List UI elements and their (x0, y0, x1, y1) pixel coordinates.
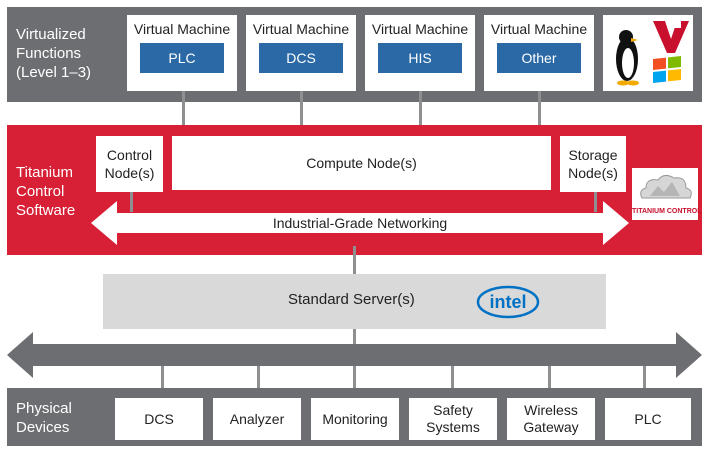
titanium-label-line-1: Titanium (16, 164, 73, 181)
control-node-box: Control Node(s) (96, 136, 163, 192)
device-safety-systems: Safety Systems (409, 398, 497, 440)
node-connector-line (130, 192, 133, 212)
virtualized-label-line-2: Functions (16, 45, 82, 62)
vm-title: Virtual Machine (490, 21, 588, 37)
virtualized-label-line-3: (Level 1–3) (16, 64, 92, 81)
device-label: PLC (634, 410, 662, 427)
standard-server-label: Standard Server(s) (288, 291, 415, 308)
vm-function-label: HIS (378, 43, 462, 73)
storage-node-line-2: Node(s) (568, 165, 618, 181)
device-connector-line (643, 366, 646, 390)
device-label: Analyzer (229, 410, 285, 427)
titanium-control-label: Titanium Control Software (16, 163, 75, 220)
device-connector-line (451, 366, 454, 390)
device-label: Monitoring (322, 410, 388, 427)
physical-label-line-1: Physical (16, 400, 72, 417)
industrial-networking-label: Industrial-Grade Networking (272, 215, 448, 231)
vm-function-label: Other (497, 43, 581, 73)
titanium-logo-text: TITANIUM CONTROL (632, 208, 702, 215)
vxworks-logo-icon (653, 21, 689, 53)
field-network-arrow (7, 332, 702, 378)
device-label-line-1: Safety (433, 402, 473, 418)
compute-node-box: Compute Node(s) (172, 136, 551, 190)
intel-logo-icon: intel (476, 285, 540, 319)
standard-server-box: Standard Server(s) intel (103, 274, 606, 329)
titanium-label-line-3: Software (16, 202, 76, 219)
storage-node-box: Storage Node(s) (560, 136, 626, 192)
compute-node-label: Compute Node(s) (306, 155, 417, 171)
server-bus-connector (353, 329, 356, 349)
device-connector-line (161, 366, 164, 390)
device-label: DCS (144, 410, 174, 427)
vm-connector-line (419, 91, 422, 136)
linux-penguin-icon (616, 30, 639, 86)
intel-logo-text: intel (489, 292, 526, 312)
industrial-networking-arrow (91, 201, 629, 245)
control-node-line-2: Node(s) (104, 165, 155, 181)
storage-node-line-1: Storage (568, 147, 618, 163)
device-label-line-2: Systems (426, 419, 480, 435)
node-connector-line (594, 192, 597, 212)
vm-connector-line (300, 91, 303, 136)
vm-title: Virtual Machine (252, 21, 350, 37)
physical-devices-label: Physical Devices (16, 399, 72, 437)
virtualized-label-line-1: Virtualized (16, 26, 86, 43)
virtual-machine-other: Virtual Machine Other (484, 15, 594, 91)
os-logos-box (603, 15, 693, 91)
network-server-connector (353, 246, 356, 274)
device-plc: PLC (605, 398, 691, 440)
device-monitoring: Monitoring (311, 398, 399, 440)
virtual-machine-his: Virtual Machine HIS (365, 15, 475, 91)
windows-logo-icon (653, 56, 681, 83)
vm-title: Virtual Machine (133, 21, 231, 37)
vm-connector-line (538, 91, 541, 136)
device-label-line-1: Wireless (524, 402, 578, 418)
physical-label-line-2: Devices (16, 419, 70, 436)
titanium-control-logo: TITANIUM CONTROL (632, 168, 702, 220)
vm-function-label: DCS (259, 43, 343, 73)
device-dcs: DCS (115, 398, 203, 440)
device-analyzer: Analyzer (213, 398, 301, 440)
vm-connector-line (182, 91, 185, 136)
device-connector-line (548, 366, 551, 390)
virtual-machine-plc: Virtual Machine PLC (127, 15, 237, 91)
titanium-label-line-2: Control (16, 183, 65, 200)
vm-function-label: PLC (140, 43, 224, 73)
vm-title: Virtual Machine (371, 21, 469, 37)
titanium-cloud-icon (640, 174, 692, 199)
device-connector-line (257, 366, 260, 390)
control-node-line-1: Control (106, 147, 153, 163)
virtual-machine-dcs: Virtual Machine DCS (246, 15, 356, 91)
device-wireless-gateway: Wireless Gateway (507, 398, 595, 440)
device-label-line-2: Gateway (523, 419, 579, 435)
virtualized-functions-label: Virtualized Functions (Level 1–3) (16, 25, 91, 82)
device-connector-line (353, 366, 356, 390)
